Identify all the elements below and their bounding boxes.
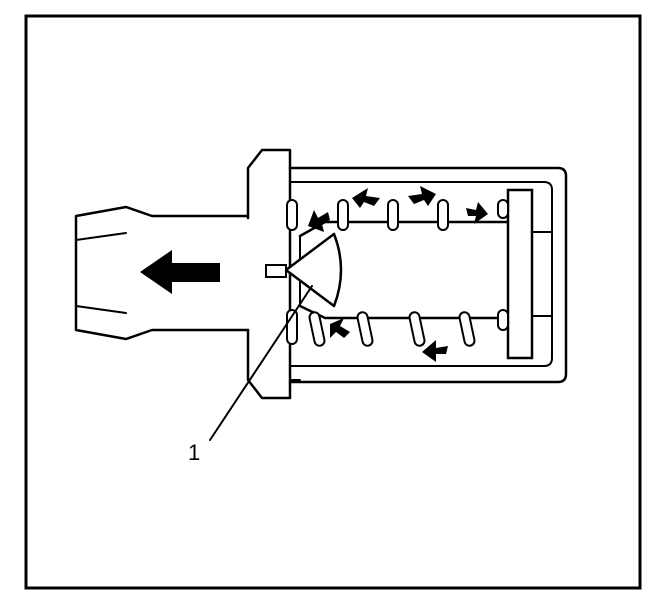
flow-arrow-small	[330, 318, 350, 338]
flow-arrow-small	[422, 340, 448, 362]
valve-body	[288, 166, 568, 384]
valve-cone	[265, 232, 343, 308]
callout-1: 1	[188, 285, 313, 465]
flow-arrow-small	[352, 188, 380, 208]
flow-arrow-small	[308, 210, 330, 232]
end-cap	[506, 188, 534, 360]
callout-label-1: 1	[188, 440, 200, 465]
flow-arrow-small	[408, 186, 436, 206]
flow-arrow-small	[466, 202, 488, 224]
flow-arrow	[140, 250, 220, 294]
outlet-nipple	[74, 205, 250, 341]
flow-arrows-small	[308, 186, 488, 362]
